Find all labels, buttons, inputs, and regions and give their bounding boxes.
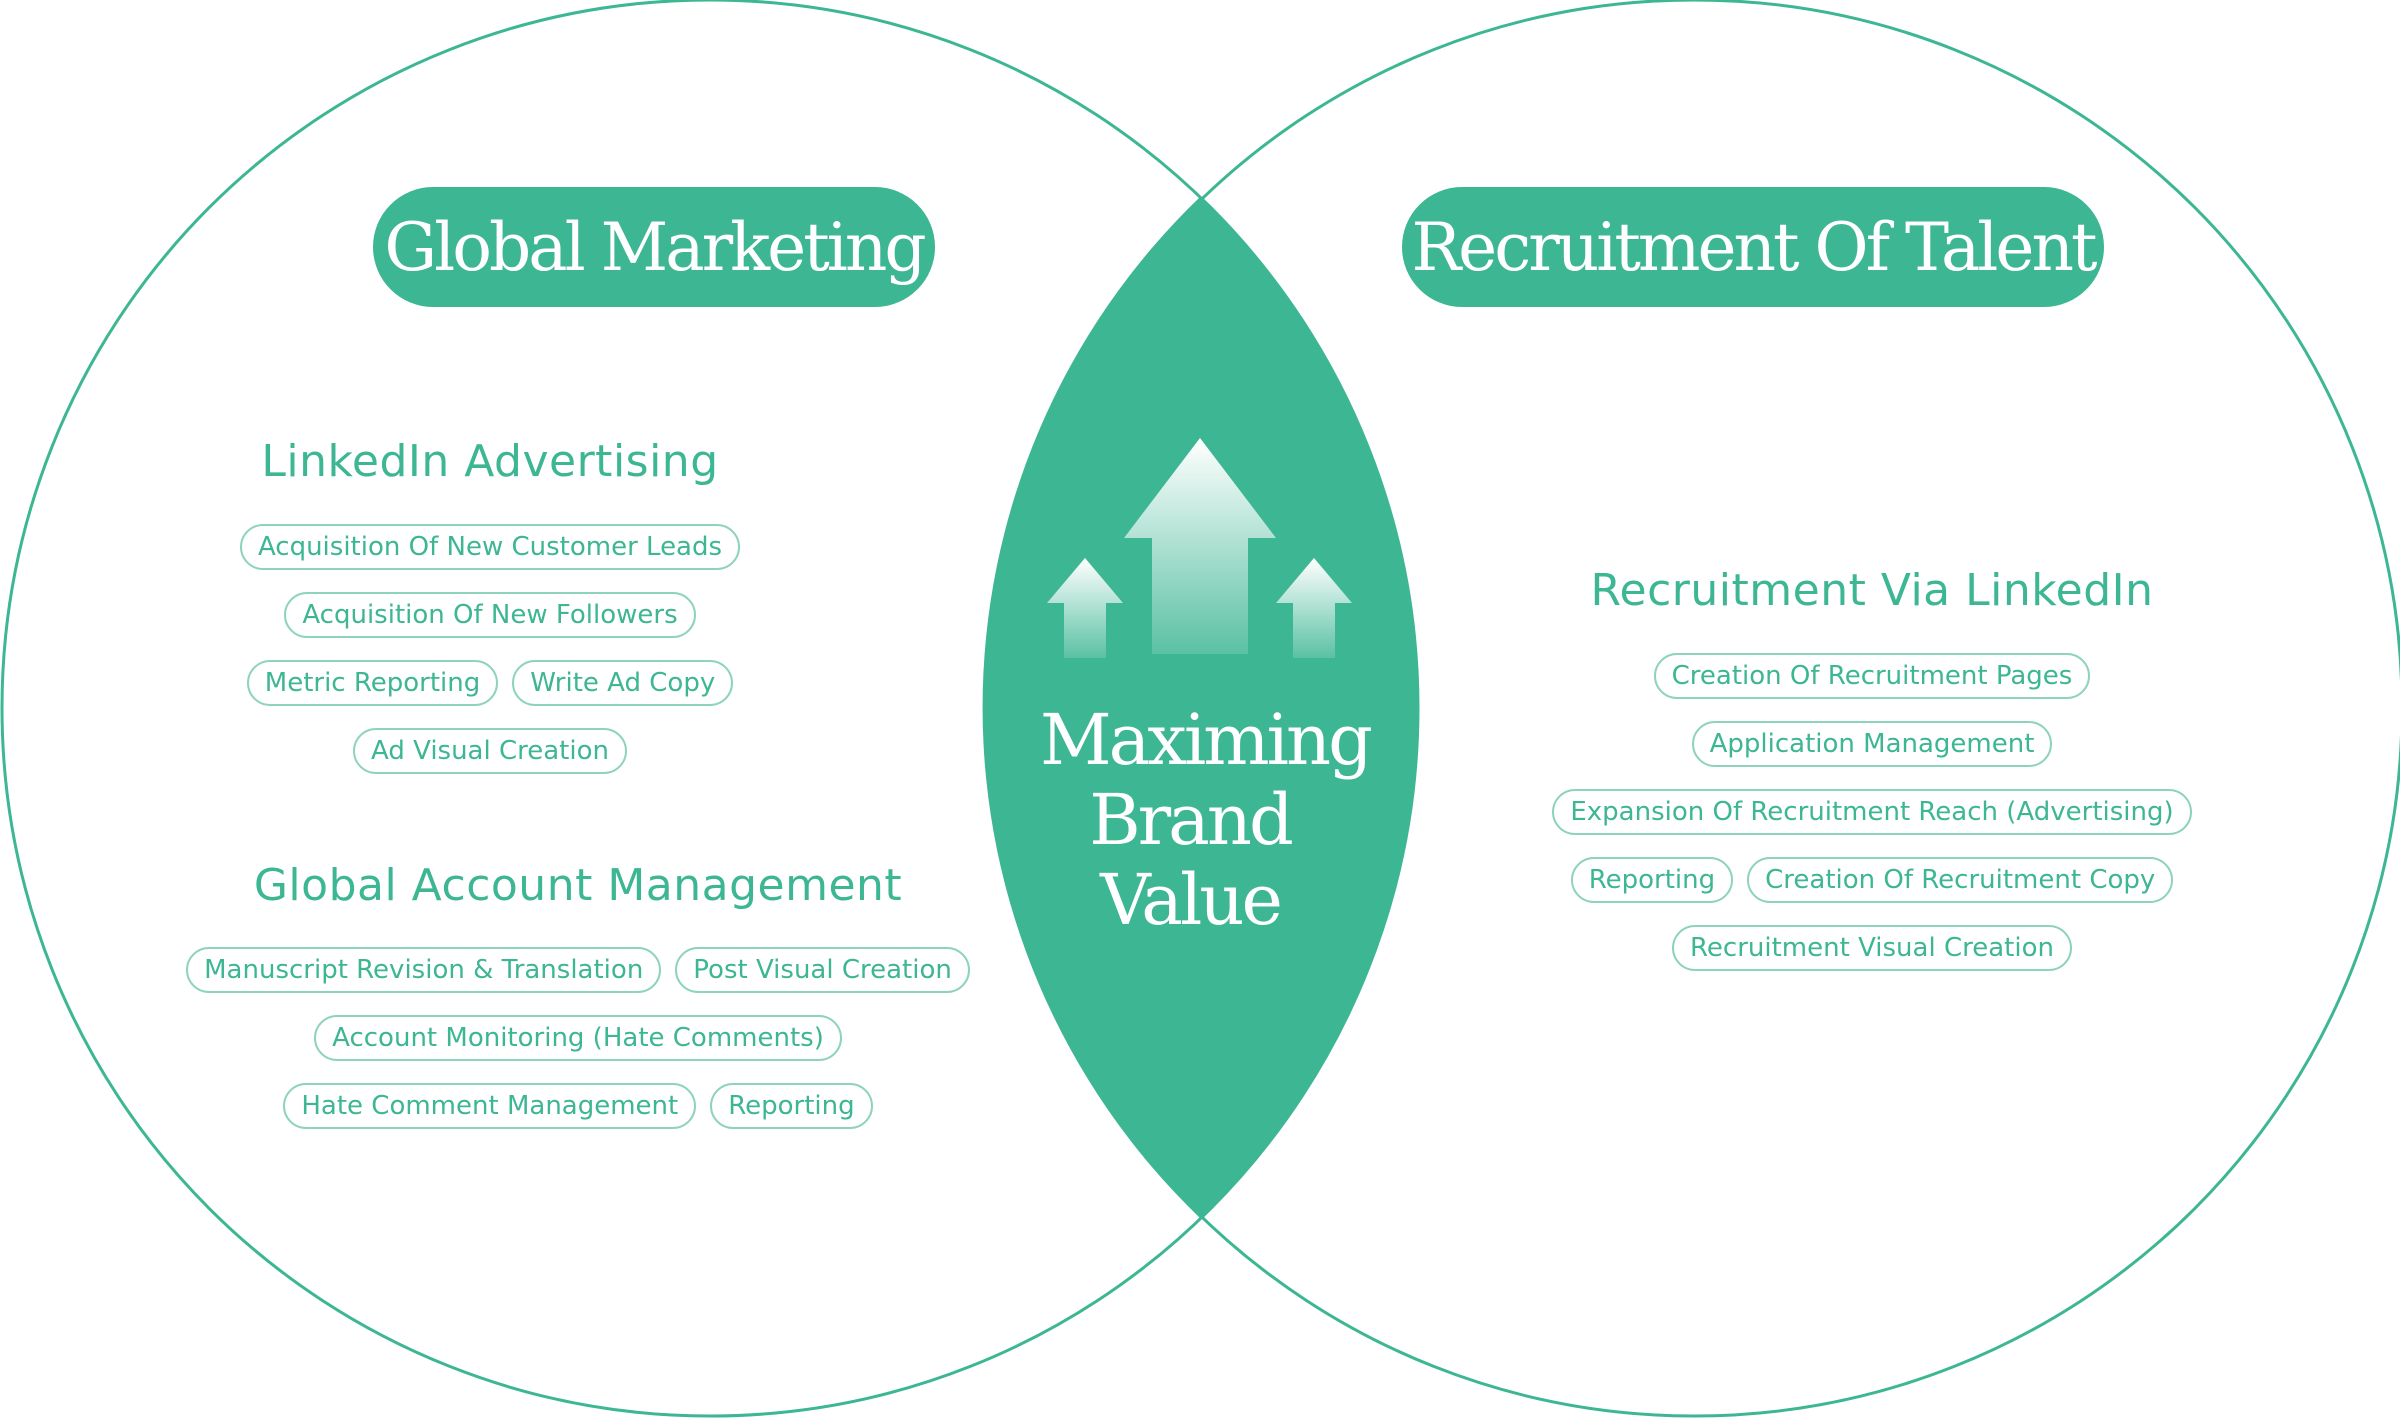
tag: Write Ad Copy bbox=[512, 660, 734, 706]
tag-row: Acquisition Of New Customer Leads bbox=[239, 524, 741, 570]
tag-row: Creation Of Recruitment Pages bbox=[1653, 653, 2091, 699]
tag-row: Manuscript Revision & Translation Post V… bbox=[186, 947, 970, 993]
tag: Application Management bbox=[1691, 721, 2053, 767]
overlap-line: Maximing bbox=[1040, 699, 1373, 781]
section-title-global-account-management: Global Account Management bbox=[253, 860, 903, 911]
section-title-linkedin-advertising: LinkedIn Advertising bbox=[261, 436, 719, 487]
tag-row: Recruitment Visual Creation bbox=[1672, 925, 2072, 971]
tag-row: Metric Reporting Write Ad Copy bbox=[246, 660, 734, 706]
left-circle bbox=[0, 0, 1420, 1418]
tag-row: Ad Visual Creation bbox=[353, 728, 627, 774]
tag: Creation Of Recruitment Copy bbox=[1747, 857, 2174, 903]
tag-row: Expansion Of Recruitment Reach (Advertis… bbox=[1552, 789, 2192, 835]
tag-row: Reporting Creation Of Recruitment Copy bbox=[1570, 857, 2174, 903]
overlap-label: Maximing Brand Value bbox=[1040, 699, 1373, 941]
tag: Reporting bbox=[710, 1083, 873, 1129]
overlap-lens bbox=[982, 197, 1418, 1218]
tag: Metric Reporting bbox=[246, 660, 499, 706]
tag-row: Account Monitoring (Hate Comments) bbox=[314, 1015, 842, 1061]
section-title-recruitment-via-linkedin: Recruitment Via LinkedIn bbox=[1590, 565, 2154, 616]
tag: Acquisition Of New Customer Leads bbox=[239, 524, 741, 570]
tag: Reporting bbox=[1570, 857, 1734, 903]
overlap-line: Value bbox=[1100, 859, 1283, 941]
left-circle-title: Global Marketing bbox=[373, 187, 935, 307]
tag-list-global-account-management: Manuscript Revision & Translation Post V… bbox=[128, 947, 1028, 1129]
tag-row: Application Management bbox=[1691, 721, 2053, 767]
tag-list-linkedin-advertising: Acquisition Of New Customer Leads Acquis… bbox=[140, 524, 840, 774]
overlap-line: Brand bbox=[1089, 779, 1294, 861]
tag: Acquisition Of New Followers bbox=[284, 592, 696, 638]
arrow-right bbox=[1276, 558, 1352, 658]
tag: Ad Visual Creation bbox=[353, 728, 627, 774]
tag: Expansion Of Recruitment Reach (Advertis… bbox=[1552, 789, 2192, 835]
tag: Account Monitoring (Hate Comments) bbox=[314, 1015, 842, 1061]
tag: Manuscript Revision & Translation bbox=[186, 947, 662, 993]
tag-row: Hate Comment Management Reporting bbox=[283, 1083, 873, 1129]
tag: Recruitment Visual Creation bbox=[1672, 925, 2072, 971]
tag: Hate Comment Management bbox=[283, 1083, 697, 1129]
rising-arrows-icon bbox=[1047, 438, 1352, 658]
tag-row: Acquisition Of New Followers bbox=[284, 592, 696, 638]
arrow-left bbox=[1047, 558, 1123, 658]
tag: Post Visual Creation bbox=[675, 947, 970, 993]
right-circle-title: Recruitment Of Talent bbox=[1402, 187, 2104, 307]
right-circle bbox=[984, 0, 2400, 1418]
arrow-center bbox=[1124, 438, 1276, 654]
tag: Creation Of Recruitment Pages bbox=[1653, 653, 2091, 699]
tag-list-recruitment-via-linkedin: Creation Of Recruitment Pages Applicatio… bbox=[1472, 653, 2272, 971]
